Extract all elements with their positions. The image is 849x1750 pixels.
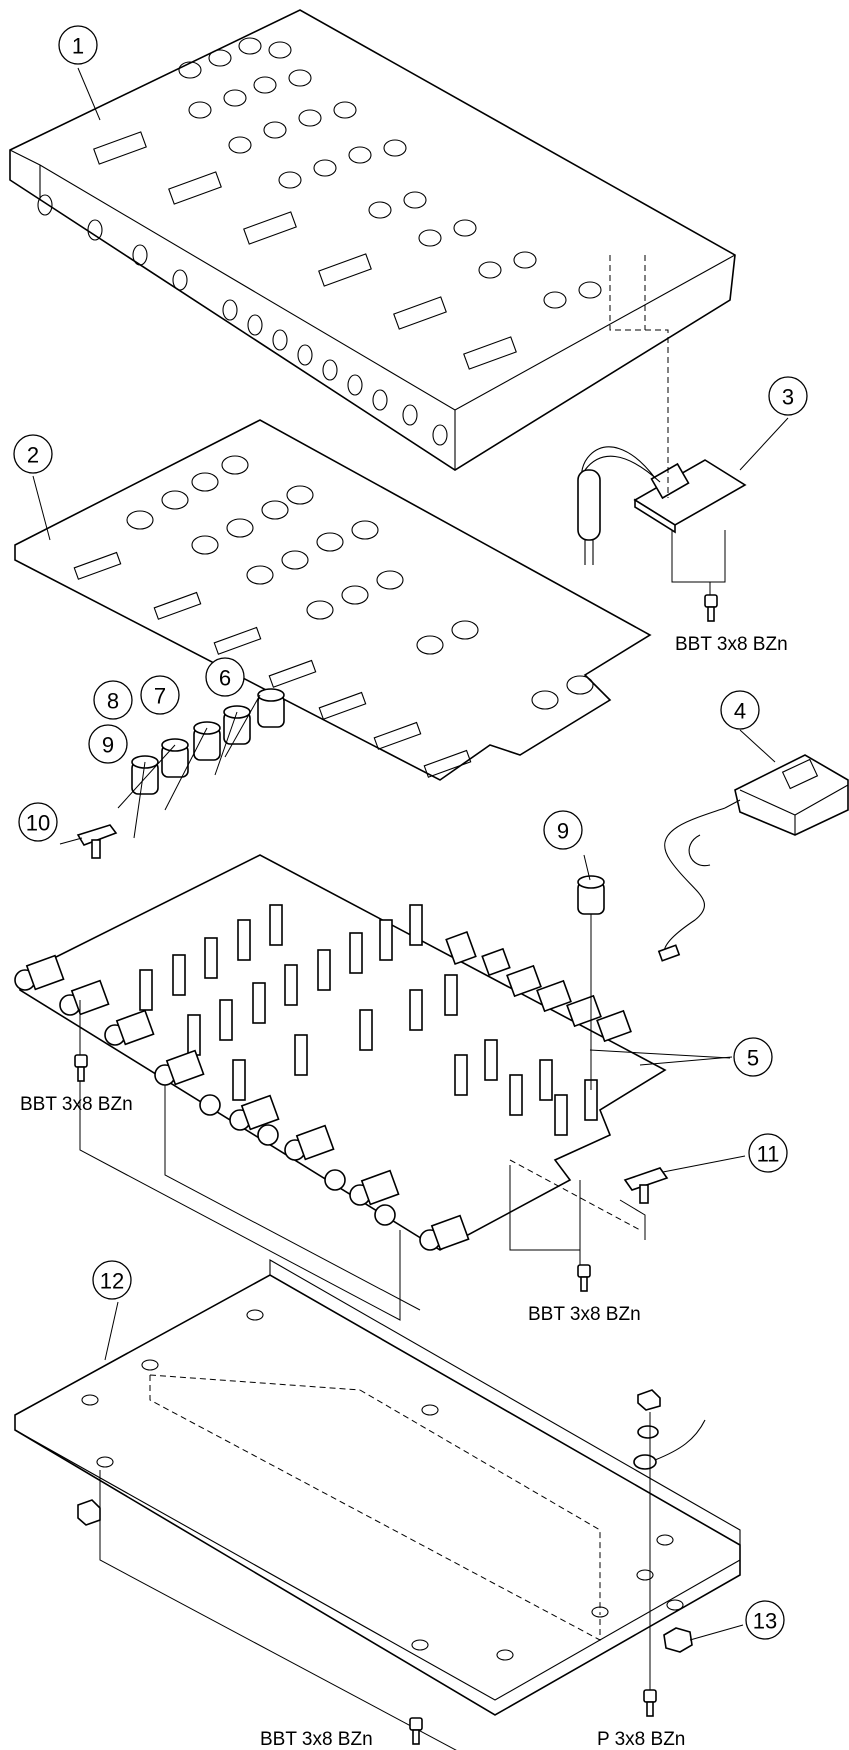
svg-text:11: 11 <box>757 1142 780 1167</box>
svg-text:1: 1 <box>72 34 84 59</box>
callout-7: 7 <box>140 675 180 715</box>
svg-text:7: 7 <box>154 684 166 709</box>
svg-text:12: 12 <box>100 1269 124 1294</box>
cover-knob-holes <box>178 37 602 309</box>
screw-label-main-pcb-left: BBT 3x8 BZn <box>20 1094 133 1115</box>
callout-10: 10 <box>18 802 58 842</box>
nut-13 <box>663 1627 693 1653</box>
svg-text:8: 8 <box>107 689 119 714</box>
svg-text:9: 9 <box>557 819 569 844</box>
screw-label-jack-board: BBT 3x8 BZn <box>675 634 788 655</box>
svg-text:5: 5 <box>747 1046 759 1071</box>
callout-1: 1 <box>58 25 98 65</box>
pcb-slide-faders <box>139 904 598 1136</box>
callout-5: 5 <box>733 1037 773 1077</box>
callout-8: 8 <box>93 680 133 720</box>
callout-2: 2 <box>13 434 53 474</box>
svg-text:4: 4 <box>734 699 746 724</box>
callout-4: 4 <box>720 690 760 730</box>
svg-text:10: 10 <box>26 811 50 836</box>
svg-text:2: 2 <box>27 443 39 468</box>
ground-lug <box>633 1389 706 1690</box>
screw-label-bottom-panel: BBT 3x8 BZn <box>260 1729 373 1750</box>
jack-board <box>577 255 747 595</box>
fader-cap-11 <box>623 1167 669 1204</box>
ac-adaptor <box>657 754 849 962</box>
callout-6: 6 <box>205 657 245 697</box>
pcb-jacks <box>14 930 632 1251</box>
top-cover <box>9 9 736 471</box>
screw-ground <box>643 1689 657 1717</box>
svg-text:13: 13 <box>753 1609 777 1634</box>
screw-label-ground: P 3x8 BZn <box>597 1729 685 1750</box>
callout-13: 13 <box>745 1600 785 1640</box>
callout-11: 11 <box>748 1133 788 1173</box>
svg-text:6: 6 <box>219 666 231 691</box>
cover-side-jack-holes <box>37 194 448 446</box>
main-pcb <box>14 854 731 1321</box>
fader-cap-10 <box>76 824 118 859</box>
callout-3: 3 <box>768 376 808 416</box>
cover-faders <box>93 131 517 370</box>
screw-main-pcb-left <box>74 1054 88 1082</box>
screw-label-main-pcb-bottom: BBT 3x8 BZn <box>528 1304 641 1325</box>
callout-leaders <box>32 67 789 1641</box>
bottom-panel-holes <box>81 1309 684 1661</box>
bottom-panel <box>14 1259 741 1750</box>
screw-jack-board <box>704 594 718 622</box>
callout-9b: 9 <box>543 810 583 850</box>
screw-main-pcb-bottom <box>577 1264 591 1292</box>
screw-bottom-panel <box>409 1717 423 1745</box>
svg-text:3: 3 <box>782 385 794 410</box>
callout-9a: 9 <box>88 724 128 764</box>
svg-text:9: 9 <box>102 733 114 758</box>
callout-12: 12 <box>92 1260 132 1300</box>
